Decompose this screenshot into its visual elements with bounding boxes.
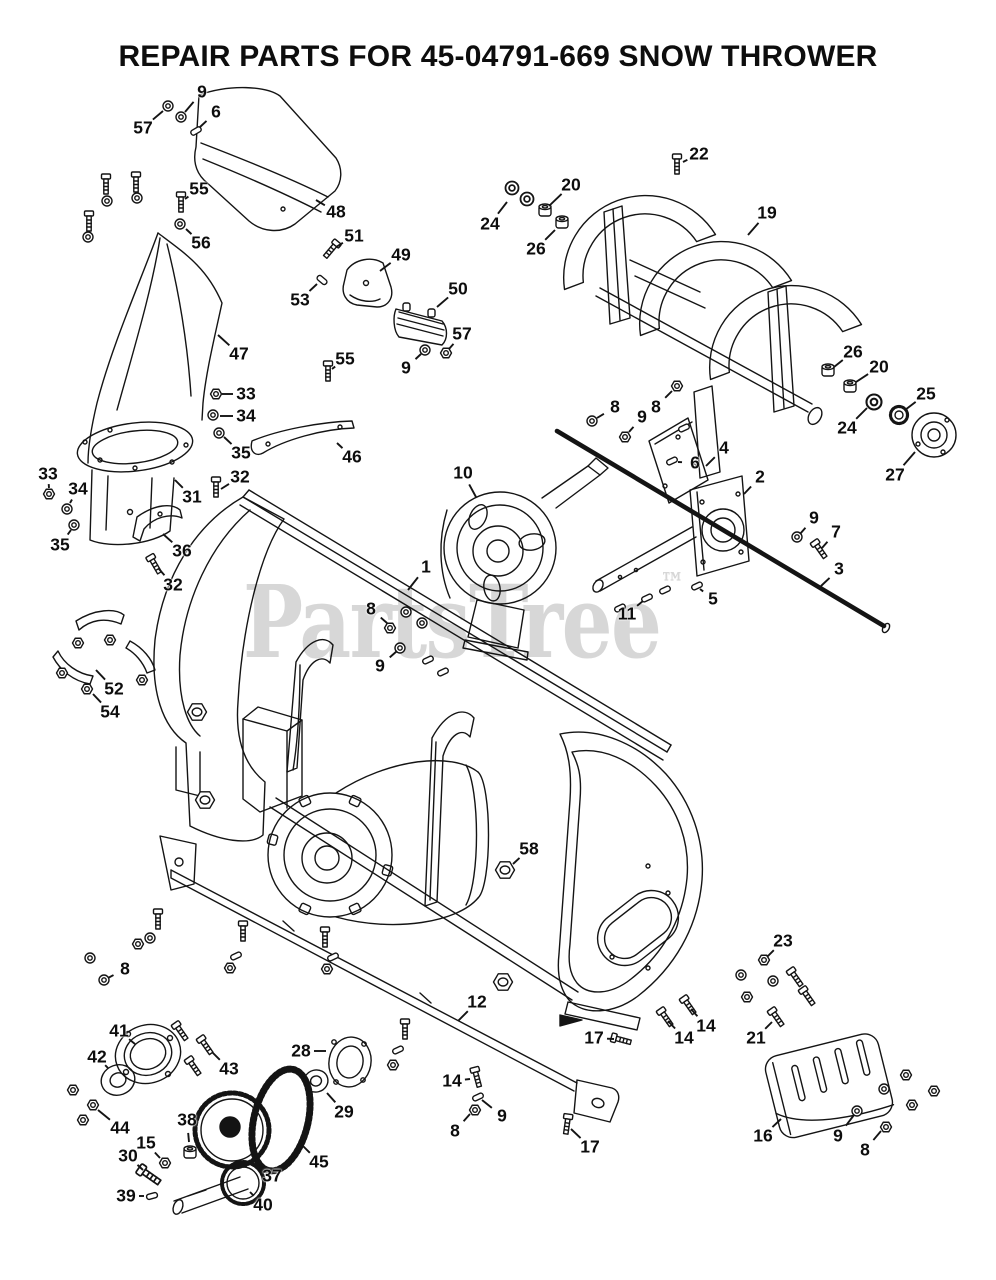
watermark: PartsTree™ bbox=[243, 570, 684, 673]
part-callout-48: 48 bbox=[326, 201, 346, 222]
part-callout-43: 43 bbox=[219, 1058, 239, 1079]
watermark-text: PartsTree bbox=[243, 563, 662, 681]
part-callout-20: 20 bbox=[869, 356, 889, 377]
part-callout-24: 24 bbox=[837, 417, 857, 438]
part-callout-35: 35 bbox=[231, 442, 251, 463]
part-callout-22: 22 bbox=[689, 143, 709, 164]
part-callout-38: 38 bbox=[177, 1109, 197, 1130]
part-callout-7: 7 bbox=[831, 521, 841, 542]
part-callout-49: 49 bbox=[391, 244, 411, 265]
part-callout-6: 6 bbox=[211, 101, 221, 122]
part-callout-8: 8 bbox=[450, 1120, 460, 1141]
part-callout-6: 6 bbox=[690, 452, 700, 473]
part-callout-21: 21 bbox=[746, 1027, 766, 1048]
part-callout-40: 40 bbox=[253, 1194, 273, 1215]
part-callout-37: 37 bbox=[262, 1165, 282, 1186]
part-callout-17: 17 bbox=[580, 1136, 600, 1157]
part-callout-9: 9 bbox=[375, 655, 385, 676]
part-callout-42: 42 bbox=[87, 1046, 107, 1067]
watermark-tm: ™ bbox=[660, 567, 685, 602]
part-callout-50: 50 bbox=[448, 278, 468, 299]
part-callout-16: 16 bbox=[753, 1125, 773, 1146]
callout-leader-lines bbox=[47, 101, 917, 1197]
part-callout-47: 47 bbox=[229, 343, 249, 364]
part-callout-14: 14 bbox=[674, 1027, 694, 1048]
part-callout-12: 12 bbox=[467, 991, 487, 1012]
part-callout-39: 39 bbox=[116, 1185, 136, 1206]
page-title: REPAIR PARTS FOR 45-04791-669 SNOW THROW… bbox=[118, 40, 878, 73]
part-callout-8: 8 bbox=[651, 396, 661, 417]
part-callout-24: 24 bbox=[480, 213, 500, 234]
part-callout-27: 27 bbox=[885, 464, 905, 485]
part-callout-33: 33 bbox=[38, 463, 58, 484]
part-callout-14: 14 bbox=[442, 1070, 462, 1091]
part-callout-17: 17 bbox=[584, 1027, 604, 1048]
part-callout-41: 41 bbox=[109, 1020, 129, 1041]
part-callout-54: 54 bbox=[100, 701, 120, 722]
part-callout-30: 30 bbox=[118, 1145, 138, 1166]
part-callout-32: 32 bbox=[230, 466, 250, 487]
part-callout-25: 25 bbox=[916, 383, 936, 404]
part-callout-8: 8 bbox=[860, 1139, 870, 1160]
part-callout-5: 5 bbox=[708, 588, 718, 609]
part-callout-26: 26 bbox=[526, 238, 546, 259]
part-callout-19: 19 bbox=[757, 202, 777, 223]
line-art bbox=[42, 86, 957, 1215]
part-callout-44: 44 bbox=[110, 1117, 130, 1138]
part-callout-34: 34 bbox=[236, 405, 256, 426]
part-callout-9: 9 bbox=[809, 507, 819, 528]
part-callout-55: 55 bbox=[189, 178, 209, 199]
part-callout-9: 9 bbox=[197, 81, 207, 102]
part-callout-57: 57 bbox=[133, 117, 153, 138]
part-callout-56: 56 bbox=[191, 232, 211, 253]
part-callout-33: 33 bbox=[236, 383, 256, 404]
part-callout-26: 26 bbox=[843, 341, 863, 362]
part-callout-11: 11 bbox=[617, 603, 637, 624]
part-callout-58: 58 bbox=[519, 838, 539, 859]
part-callout-35: 35 bbox=[50, 534, 70, 555]
part-callout-55: 55 bbox=[335, 348, 355, 369]
part-callout-34: 34 bbox=[68, 478, 88, 499]
part-callout-8: 8 bbox=[610, 396, 620, 417]
part-callout-51: 51 bbox=[344, 225, 364, 246]
part-callout-46: 46 bbox=[342, 446, 362, 467]
part-callout-14: 14 bbox=[696, 1015, 716, 1036]
part-callout-23: 23 bbox=[773, 930, 793, 951]
part-callout-8: 8 bbox=[366, 598, 376, 619]
part-callout-2: 2 bbox=[755, 466, 765, 487]
part-callout-36: 36 bbox=[172, 540, 192, 561]
part-callout-10: 10 bbox=[453, 462, 473, 483]
part-callout-28: 28 bbox=[291, 1040, 311, 1061]
part-callout-45: 45 bbox=[309, 1151, 329, 1172]
part-callout-9: 9 bbox=[497, 1105, 507, 1126]
part-callout-9: 9 bbox=[401, 357, 411, 378]
part-callout-20: 20 bbox=[561, 174, 581, 195]
part-callout-29: 29 bbox=[334, 1101, 354, 1122]
part-callout-3: 3 bbox=[834, 558, 844, 579]
part-callout-9: 9 bbox=[833, 1125, 843, 1146]
part-callout-8: 8 bbox=[120, 958, 130, 979]
part-callout-1: 1 bbox=[421, 556, 431, 577]
part-callout-32: 32 bbox=[163, 574, 183, 595]
part-callout-31: 31 bbox=[182, 486, 202, 507]
part-callout-4: 4 bbox=[719, 437, 729, 458]
part-callout-52: 52 bbox=[104, 678, 124, 699]
part-callout-9: 9 bbox=[637, 406, 647, 427]
part-callout-53: 53 bbox=[290, 289, 310, 310]
part-callout-15: 15 bbox=[136, 1132, 156, 1153]
part-callout-57: 57 bbox=[452, 323, 472, 344]
